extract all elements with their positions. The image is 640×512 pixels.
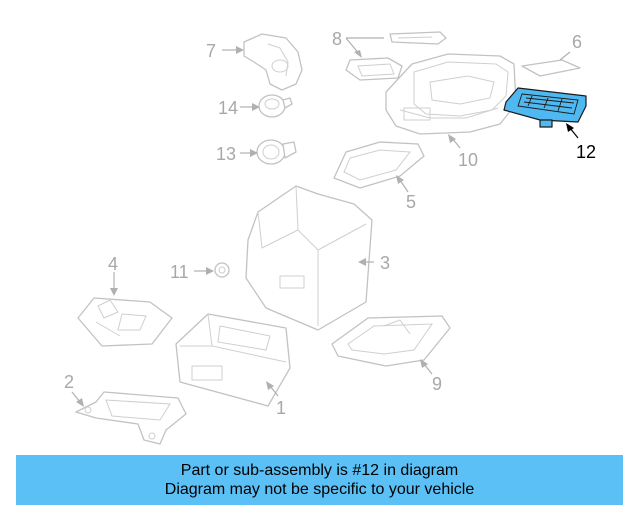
callout-10: 10 bbox=[458, 150, 478, 170]
callout-7: 7 bbox=[206, 41, 216, 61]
callout-8: 8 bbox=[332, 29, 342, 49]
callout-1: 1 bbox=[276, 398, 286, 418]
part-8[interactable] bbox=[345, 31, 447, 81]
callout-3: 3 bbox=[380, 253, 390, 273]
parts-diagram: 7 14 13 8 10 6 bbox=[64, 29, 596, 445]
part-1[interactable] bbox=[175, 313, 291, 407]
info-banner: Part or sub-assembly is #12 in diagram D… bbox=[16, 455, 623, 505]
part-2[interactable] bbox=[75, 391, 187, 445]
part-12-highlighted[interactable] bbox=[503, 87, 587, 128]
part-13[interactable] bbox=[256, 139, 297, 165]
banner-line-1: Part or sub-assembly is #12 in diagram bbox=[180, 462, 459, 479]
part-4[interactable] bbox=[77, 297, 173, 347]
part-7[interactable] bbox=[243, 33, 303, 91]
part-10[interactable] bbox=[385, 53, 517, 135]
callout-14: 14 bbox=[218, 98, 238, 118]
callout-6: 6 bbox=[572, 32, 582, 52]
callout-2: 2 bbox=[64, 372, 74, 392]
callout-5: 5 bbox=[406, 192, 416, 212]
callout-13: 13 bbox=[216, 144, 236, 164]
part-6[interactable] bbox=[521, 59, 581, 77]
part-11[interactable] bbox=[214, 262, 230, 278]
callout-11: 11 bbox=[170, 262, 189, 282]
part-5[interactable] bbox=[333, 141, 425, 189]
part-14[interactable] bbox=[258, 94, 293, 118]
part-9[interactable] bbox=[331, 315, 451, 367]
callout-4: 4 bbox=[108, 254, 118, 274]
callout-12: 12 bbox=[576, 142, 596, 162]
callout-9: 9 bbox=[432, 374, 442, 394]
part-3[interactable] bbox=[245, 185, 373, 331]
banner-line-2: Diagram may not be specific to your vehi… bbox=[164, 481, 475, 498]
